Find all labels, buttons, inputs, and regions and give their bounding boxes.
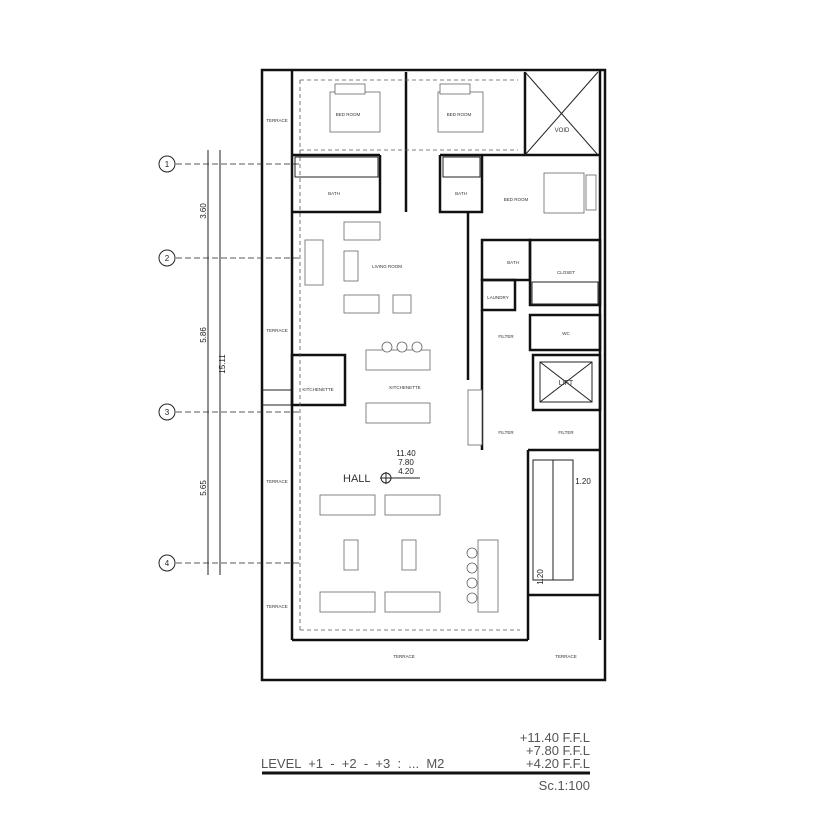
furniture [304, 83, 597, 613]
title-block: +11.40 F.F.L +7.80 F.F.L +4.20 F.F.L LEV… [261, 730, 590, 793]
room-label: TERRACE [266, 328, 288, 333]
room-label: VOID [555, 128, 570, 134]
axis-grid: 1 2 3 4 3.60 5.86 5.65 15.11 [158, 150, 300, 575]
room-label: BATH [328, 191, 340, 196]
room-label: KITCHENETTE [302, 387, 333, 392]
wardrobe-hatch [294, 156, 599, 581]
room-label: TERRACE [393, 654, 415, 659]
ffl-level: +11.40 F.F.L [520, 730, 590, 745]
dimension: 5.65 [199, 480, 208, 496]
ffl-level: +7.80 F.F.L [526, 743, 590, 758]
room-label: LIVING ROOM [372, 264, 402, 269]
room-label: FILTER [498, 334, 514, 339]
room-label: LIFT [559, 380, 574, 387]
room-label: KITCHENETTE [389, 385, 420, 390]
hall-label: HALL [343, 473, 371, 485]
room-label: BED ROOM [504, 197, 529, 202]
axis-label: 1 [165, 160, 170, 169]
room-label: FILTER [498, 430, 514, 435]
axis-label: 4 [165, 559, 170, 568]
room-label: WC [562, 331, 570, 336]
dimension: 5.86 [199, 327, 208, 343]
room-label: TERRACE [266, 604, 288, 609]
room-label: FILTER [558, 430, 574, 435]
room-label: LAUNDRY [487, 295, 508, 300]
room-label: CLOSET [557, 270, 575, 275]
stair-dim: 1.20 [575, 477, 591, 486]
level-marker: 11.40 [396, 449, 416, 458]
level-marker: 4.20 [398, 467, 414, 476]
room-label: BED ROOM [447, 112, 472, 117]
scale-label: Sc.1:100 [539, 778, 590, 793]
room-labels: BED ROOM BED ROOM BED ROOM VOID BATH BAT… [266, 112, 591, 659]
room-label: BED ROOM [336, 112, 361, 117]
level-marker: 7.80 [398, 458, 414, 467]
dimension: 3.60 [199, 203, 208, 219]
stair-dim: 1.20 [536, 569, 545, 585]
room-label: TERRACE [555, 654, 577, 659]
level-title: LEVEL +1 - +2 - +3 : ... M2 [261, 756, 444, 771]
dimension: 15.11 [218, 354, 227, 374]
walls [260, 68, 607, 682]
axis-label: 3 [165, 408, 170, 417]
ffl-level: +4.20 F.F.L [526, 756, 590, 771]
room-label: BATH [507, 260, 519, 265]
room-label: TERRACE [266, 118, 288, 123]
axis-label: 2 [165, 254, 170, 263]
room-label: BATH [455, 191, 467, 196]
room-label: TERRACE [266, 479, 288, 484]
